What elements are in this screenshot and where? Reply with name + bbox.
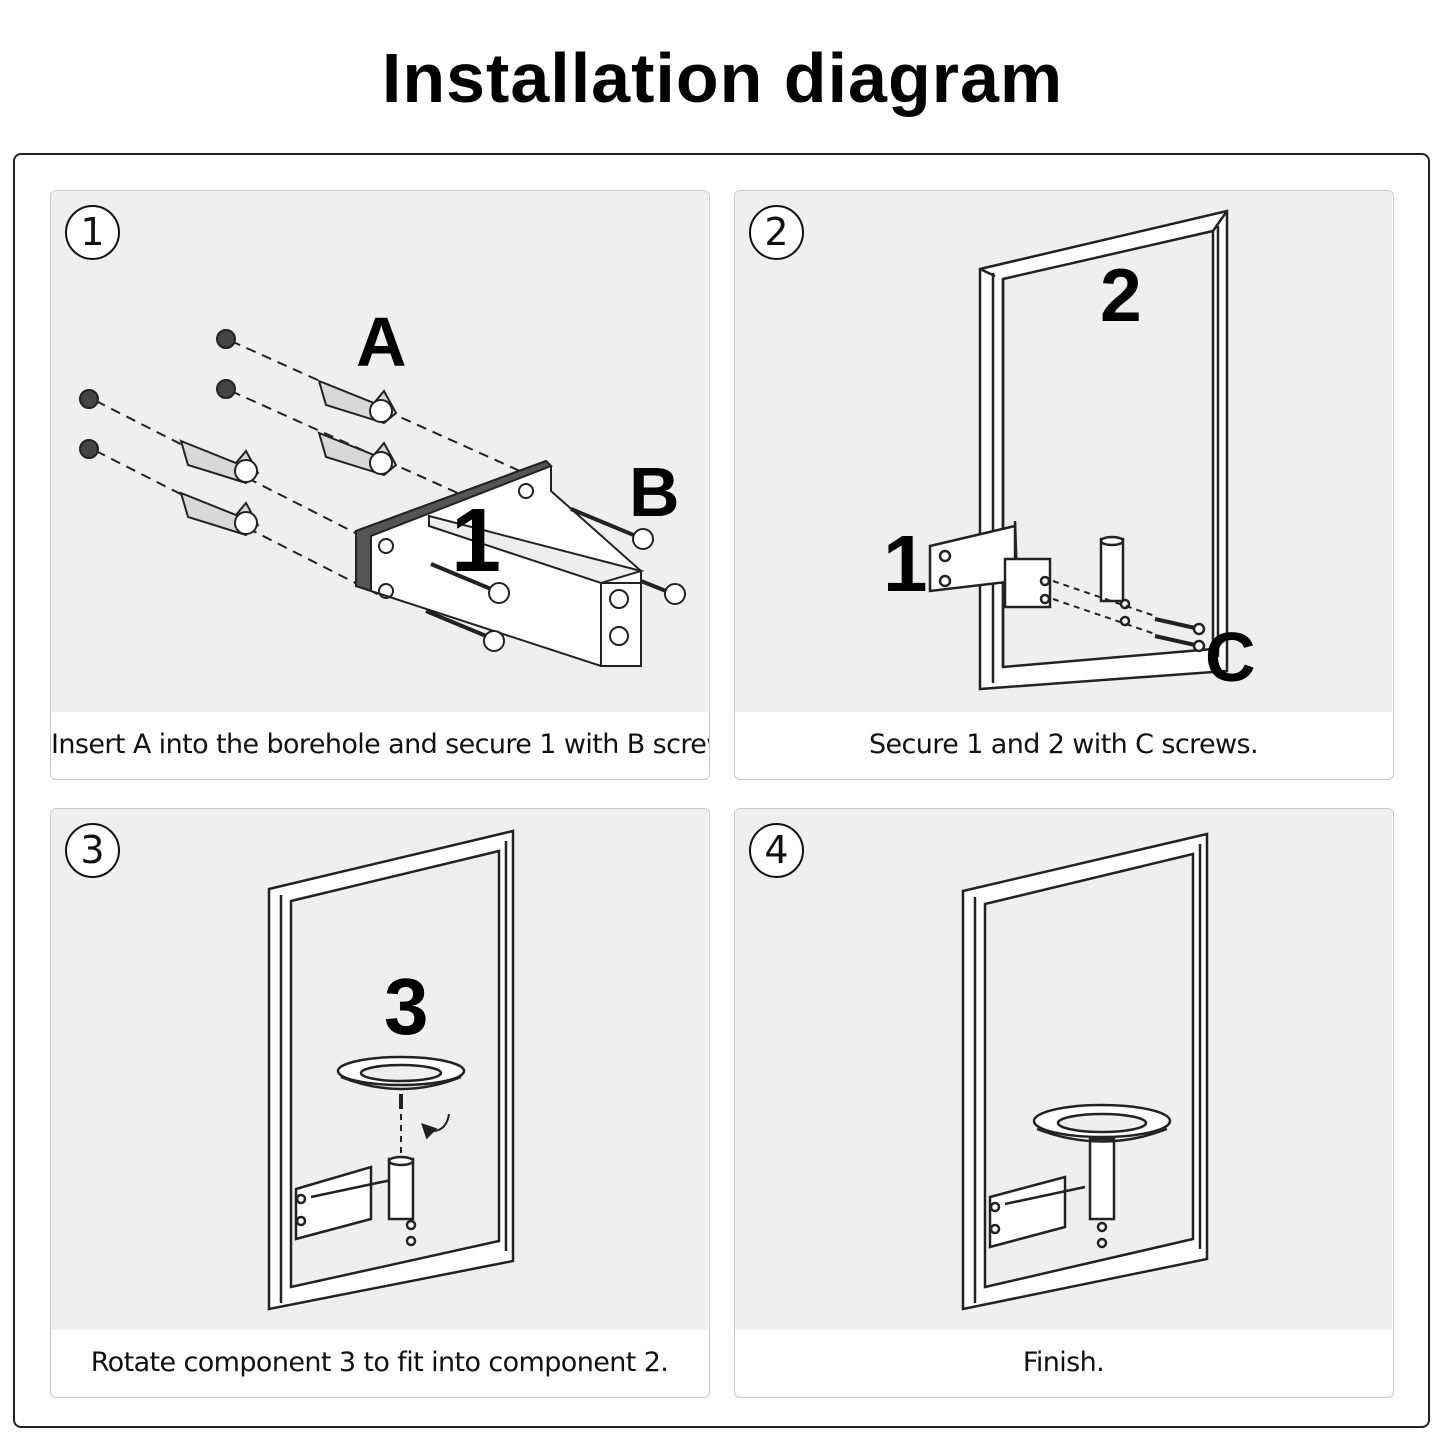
page-title: Installation diagram <box>381 39 1064 117</box>
label-b: B <box>629 453 680 531</box>
label-c: C <box>1205 618 1256 696</box>
step-4-caption: Finish. <box>1022 1347 1105 1378</box>
step-3-number: 3 <box>65 823 120 878</box>
label-1: 1 <box>451 491 501 591</box>
diagram-frame: A B 1 1 Insert A into the borehole and s… <box>13 153 1430 1428</box>
label-3: 3 <box>384 962 429 1051</box>
step-1-panel: A B 1 1 Insert A into the borehole and s… <box>50 190 710 780</box>
step-1-number: 1 <box>65 205 120 260</box>
step-4-panel: 4 Finish. <box>734 808 1394 1398</box>
step-4-number: 4 <box>749 823 804 878</box>
step-3-illustration: 3 <box>51 809 708 1330</box>
step-3-drawing: 3 <box>267 829 515 1311</box>
step-2-illustration: 2 1 C <box>735 191 1392 712</box>
step-3-panel: 3 3 Rotate component 3 to fit into compo… <box>50 808 710 1398</box>
label-1-bracket: 1 <box>883 519 928 608</box>
step-2-caption: Secure 1 and 2 with C screws. <box>869 729 1259 760</box>
step-2-number: 2 <box>749 205 804 260</box>
step-2-drawing: 2 1 C <box>883 209 1256 696</box>
step-1-illustration: A B 1 <box>51 191 708 712</box>
step-1-drawing: A B 1 <box>79 303 686 668</box>
step-4-illustration <box>735 809 1392 1330</box>
label-a: A <box>356 303 407 381</box>
step-3-caption: Rotate component 3 to fit into component… <box>90 1347 669 1378</box>
label-2: 2 <box>1100 253 1142 337</box>
step-2-panel: 2 1 C 2 Secure 1 and 2 with C screws. <box>734 190 1394 780</box>
nut-group <box>79 329 236 459</box>
step-4-drawing <box>961 832 1209 1311</box>
step-1-caption: Insert A into the borehole and secure 1 … <box>51 729 710 760</box>
